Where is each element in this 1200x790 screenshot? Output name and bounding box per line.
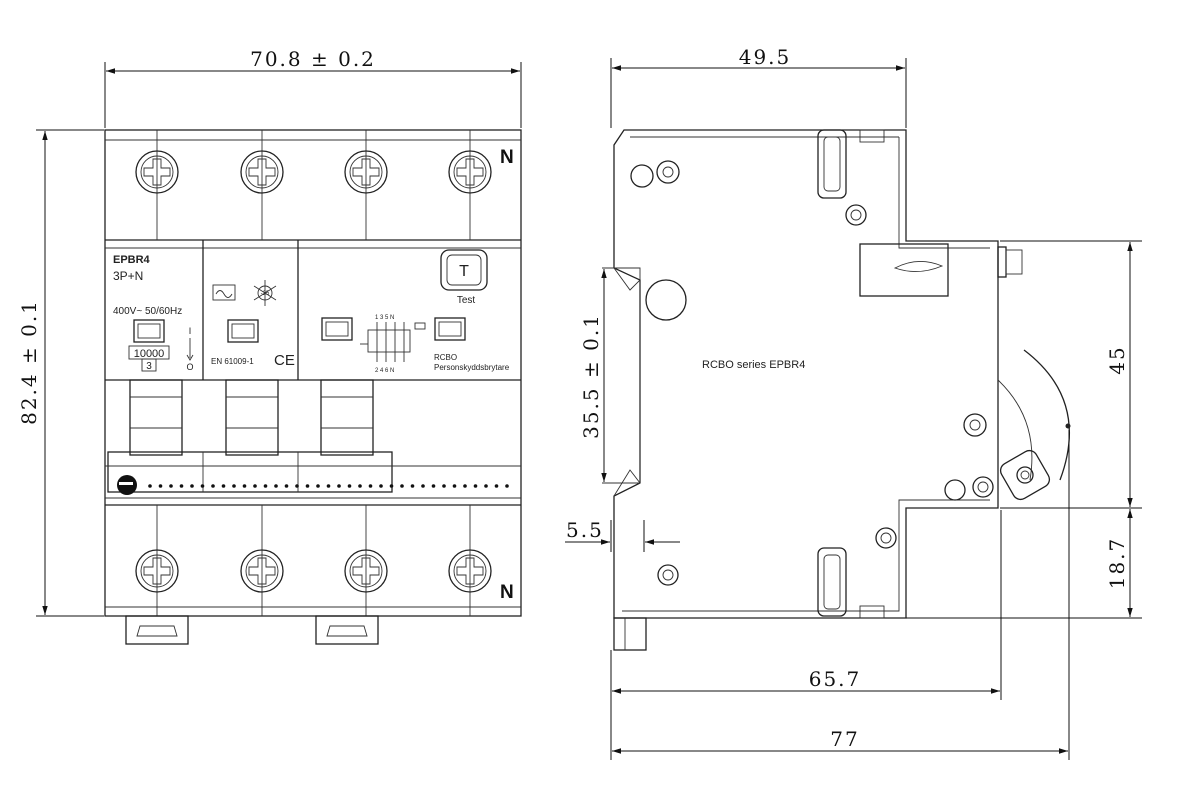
energy-class-label: 3 <box>146 361 152 372</box>
height-18-label: 18.7 <box>1105 537 1129 590</box>
dot-mark <box>232 484 236 488</box>
offset-dim-label: 5.5 <box>566 518 604 542</box>
ce-mark: CE <box>274 352 295 369</box>
waveform-icon <box>212 284 236 301</box>
dot-mark <box>169 484 173 488</box>
rail-dim-label: 35.5 ± 0.1 <box>579 313 603 439</box>
standard-label: EN 61009-1 <box>211 357 254 366</box>
din-rail-clips <box>125 615 379 645</box>
side-depth-top-dimension: 49.5 <box>610 45 907 128</box>
dot-mark <box>200 484 205 488</box>
series-label: RCBO series EPBR4 <box>702 359 805 371</box>
dot-mark <box>337 484 341 488</box>
off-mark: O <box>186 362 193 372</box>
poles-label: 3P+N <box>113 269 143 283</box>
depth-top-label: 49.5 <box>739 45 792 69</box>
dot-mark <box>452 484 457 488</box>
dot-mark <box>505 484 509 488</box>
wiring-schematic-icon: 1 3 5 N 2 4 6 N <box>360 315 426 374</box>
toggle-handles[interactable] <box>129 379 374 456</box>
indicator-window <box>321 317 353 341</box>
brand-logo-icon <box>117 475 137 495</box>
depth-mid-label: 65.7 <box>809 667 862 691</box>
dot-mark <box>263 484 268 488</box>
right-height-dimensions: 45 18.7 <box>906 240 1142 619</box>
side-body <box>602 129 1071 651</box>
dot-mark <box>368 484 373 488</box>
dot-mark <box>431 484 436 488</box>
dot-mark <box>305 484 310 488</box>
dot-mark <box>295 484 299 488</box>
dot-mark <box>463 484 467 488</box>
dot-mark <box>421 484 425 488</box>
rail-dimension: 35.5 ± 0.1 <box>579 269 607 482</box>
front-width-dimension: 70.8 ± 0.2 <box>104 47 522 128</box>
lever-bar <box>105 451 521 499</box>
front-height-label: 82.4 ± 0.1 <box>17 299 41 425</box>
dot-mark <box>242 484 247 488</box>
height-45-label: 45 <box>1105 345 1129 374</box>
dot-mark <box>326 484 331 488</box>
type-desc-label: Personskyddsbrytare <box>434 363 510 372</box>
dot-mark <box>347 484 352 488</box>
on-mark: I <box>189 326 192 336</box>
front-body <box>104 129 522 617</box>
dot-mark <box>190 484 194 488</box>
dot-mark <box>211 484 215 488</box>
dotted-line <box>148 484 509 488</box>
dot-mark <box>473 484 478 488</box>
test-label: Test <box>457 295 476 306</box>
dot-mark <box>221 484 226 488</box>
dot-mark <box>358 484 362 488</box>
test-button[interactable] <box>440 249 488 291</box>
dot-mark <box>484 484 488 488</box>
terminals-bottom-label: 2 4 6 N <box>375 368 394 374</box>
bottom-depth-dimensions: 65.7 77 <box>610 430 1070 760</box>
dot-mark <box>274 484 278 488</box>
dot-mark <box>253 484 257 488</box>
dot-mark <box>494 484 499 488</box>
snowflake-icon: -25 <box>253 280 277 306</box>
indicator-window <box>434 317 466 341</box>
dot-mark <box>148 484 152 488</box>
dot-mark <box>179 484 184 488</box>
dot-mark <box>158 484 163 488</box>
dot-mark <box>400 484 404 488</box>
temp-rating-label: -25 <box>261 291 270 297</box>
model-label: EPBR4 <box>113 254 151 266</box>
dot-mark <box>442 484 446 488</box>
offset-dimension: 5.5 <box>565 518 680 552</box>
type-label: RCBO <box>434 353 457 362</box>
breaking-capacity-label: 10000 <box>134 348 165 360</box>
front-height-dimension: 82.4 ± 0.1 <box>17 129 104 617</box>
terminals-top-label: 1 3 5 N <box>375 315 394 321</box>
voltage-label: 400V~ 50/60Hz <box>113 306 182 317</box>
front-width-label: 70.8 ± 0.2 <box>250 47 376 71</box>
dot-mark <box>379 484 383 488</box>
test-button-label: T <box>459 263 469 280</box>
front-view: 70.8 ± 0.2 82.4 ± 0.1 <box>17 47 522 645</box>
dot-mark <box>316 484 320 488</box>
label-panel-test: T Test 1 3 5 N 2 4 6 N RCBO Personskydds… <box>321 249 510 374</box>
dot-mark <box>284 484 289 488</box>
indicator-window <box>133 319 165 343</box>
neutral-top-label: N <box>500 147 514 168</box>
neutral-bottom-label: N <box>500 582 514 603</box>
dot-mark <box>389 484 394 488</box>
indicator-window <box>227 319 259 343</box>
label-panel-standards: -25 EN 61009-1 CE <box>211 280 295 369</box>
depth-total-label: 77 <box>830 727 859 751</box>
label-panel-ratings: EPBR4 3P+N 400V~ 50/60Hz 10000 3 I O <box>113 254 194 372</box>
side-view: 49.5 <box>565 45 1142 760</box>
dot-mark <box>410 484 415 488</box>
